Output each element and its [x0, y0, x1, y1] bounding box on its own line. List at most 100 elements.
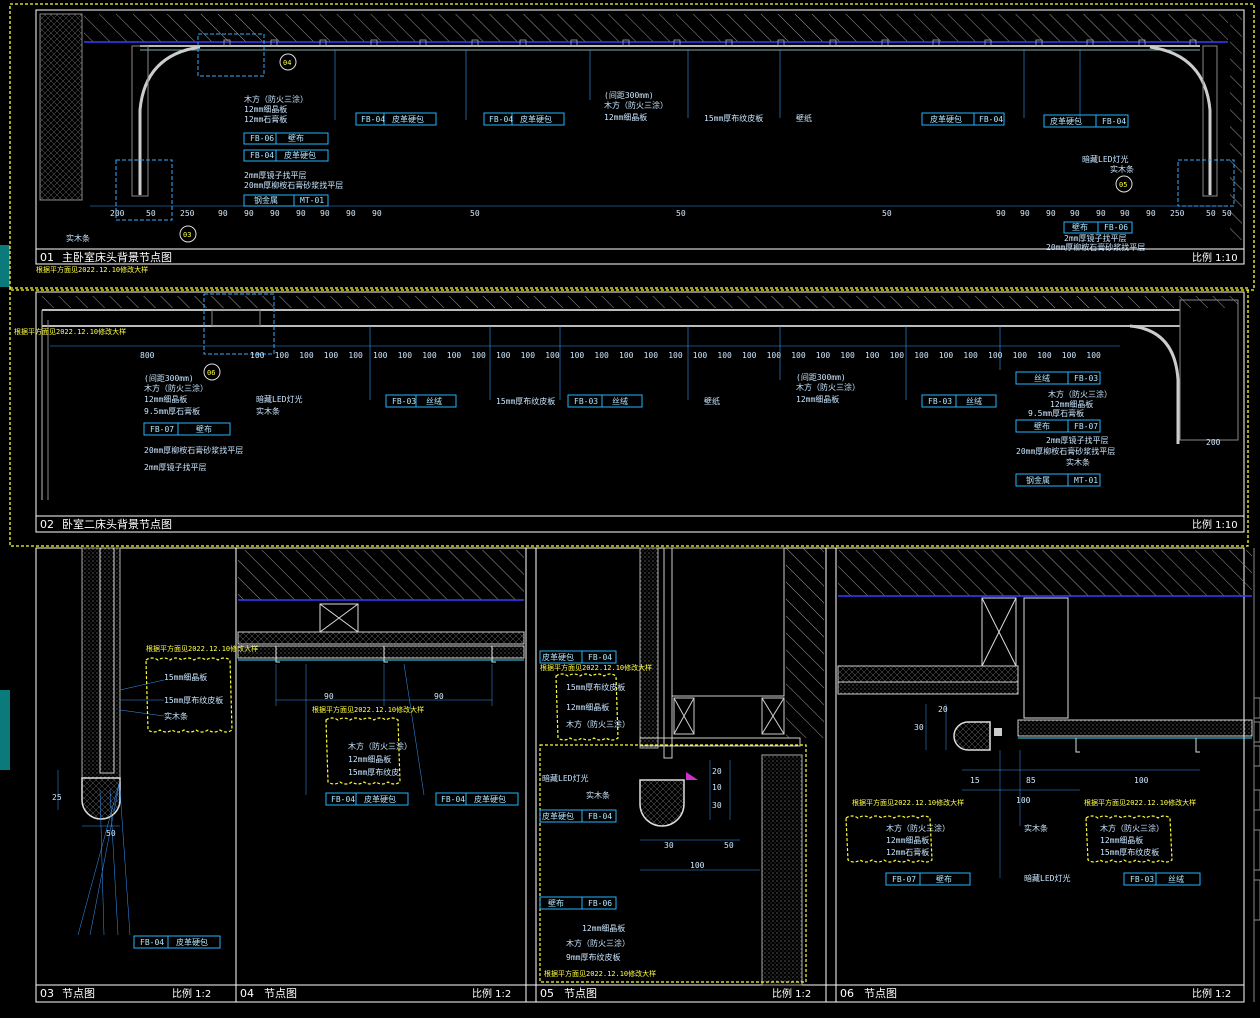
dimension: 50 — [146, 209, 156, 218]
dimension: 30 — [664, 841, 674, 850]
dimension: 100 — [447, 351, 462, 360]
wall-hatch — [84, 14, 1228, 42]
material-name: 皮革硬包 — [392, 114, 424, 124]
dimension: 50 — [106, 829, 116, 838]
panel-number: 06 — [840, 987, 854, 1000]
detail-marker: 05 — [1119, 181, 1127, 189]
dimension: 90 — [346, 209, 356, 218]
dimension: 100 — [668, 351, 683, 360]
label: 12mm细晶板 — [1100, 835, 1143, 845]
label: 木方（防火三涂） — [144, 383, 208, 393]
material-code: FB-04 — [331, 795, 355, 804]
dimension: 250 — [180, 209, 195, 218]
dimension: 100 — [890, 351, 905, 360]
dimension: 100 — [1016, 796, 1031, 805]
panel-02 — [9, 287, 1249, 547]
label: 实木条 — [586, 790, 610, 800]
material-name: 皮革硬包 — [364, 794, 396, 804]
dimension: 50 — [676, 209, 686, 218]
label: 15mm厚布纹皮板 — [704, 113, 763, 123]
label: 20mm厚柳桉石膏砂浆找平层 — [1046, 242, 1145, 252]
label: 2mm厚镜子找平层 — [144, 462, 206, 472]
material-code: FB-07 — [150, 425, 174, 434]
panel-title: 节点图 — [864, 987, 897, 1000]
material-name: 丝绒 — [426, 396, 442, 406]
label: 15mm厚布纹皮板 — [164, 695, 223, 705]
dimension: 90 — [1146, 209, 1156, 218]
label: 2mm厚镜子找平层 — [244, 170, 306, 180]
dimension: 100 — [545, 351, 560, 360]
material-name: 丝绒 — [1168, 874, 1184, 884]
label: 壁纸 — [796, 113, 812, 123]
dimension: 100 — [840, 351, 855, 360]
material-code: FB-04 — [140, 938, 164, 947]
dimension: 100 — [791, 351, 806, 360]
label: 实木条 — [164, 711, 188, 721]
dimension: 100 — [865, 351, 880, 360]
dimension: 10 — [712, 783, 722, 792]
panel-04: 90 90 根据平方面见2022.12.10修改大样 木方（防火三涂） 12mm… — [237, 550, 525, 1000]
label: 2mm厚镜子找平层 — [1046, 435, 1108, 445]
label: 9.5mm厚石膏板 — [144, 406, 200, 416]
label: 12mm细晶板 — [582, 923, 625, 933]
dimension: 100 — [1062, 351, 1077, 360]
label: 实木条 — [1110, 164, 1134, 174]
material-code: FB-04 — [1102, 117, 1126, 126]
material-code: FB-06 — [1104, 223, 1128, 232]
label: 2mm厚镜子找平层 — [1064, 233, 1126, 243]
dimension: 50 — [882, 209, 892, 218]
label: 15mm厚布纹皮板 — [496, 396, 555, 406]
dimension: 85 — [1026, 776, 1036, 785]
dimension: 100 — [939, 351, 954, 360]
panel-scale: 比例 1:2 — [172, 987, 211, 1000]
material-name: 皮革硬包 — [542, 811, 574, 821]
revision-cloud — [9, 3, 1255, 291]
dimension: 90 — [1120, 209, 1130, 218]
label: 20mm厚柳桉石膏砂浆找平层 — [144, 445, 243, 455]
revision-note: 根据平方面见2022.12.10修改大样 — [312, 705, 424, 714]
material-code: FB-04 — [489, 115, 513, 124]
material-code: FB-04 — [588, 653, 612, 662]
label: 实木条 — [1024, 823, 1048, 833]
panel-number: 05 — [540, 987, 554, 1000]
dimension: 800 — [140, 351, 155, 360]
revision-note: 根据平方面见2022.12.10修改大样 — [146, 644, 258, 653]
panel-number: 01 — [40, 251, 54, 264]
dimension: 100 — [471, 351, 486, 360]
detail-marker: 03 — [183, 231, 191, 239]
label: 12mm细晶板 — [604, 112, 647, 122]
dimension: 25 — [52, 793, 62, 802]
label: 暗藏LED灯光 — [1082, 154, 1128, 164]
dimension: 90 — [372, 209, 382, 218]
dimension: 100 — [1013, 351, 1028, 360]
material-name: 皮革硬包 — [284, 150, 316, 160]
panel-03: 15mm细晶板 15mm厚布纹皮板 实木条 根据平方面见2022.12.10修改… — [40, 547, 258, 1000]
dimension: 100 — [324, 351, 339, 360]
dimension: 20 — [938, 705, 948, 714]
dimension: 100 — [988, 351, 1003, 360]
dimension: 100 — [521, 351, 536, 360]
material-code: FB-07 — [892, 875, 916, 884]
label: 实木条 — [66, 233, 90, 243]
label: 15mm细晶板 — [164, 672, 207, 682]
label: 12mm细晶板 — [244, 104, 287, 114]
material-code: FB-06 — [588, 899, 612, 908]
material-name: 丝绒 — [1034, 373, 1050, 383]
material-code: FB-03 — [928, 397, 952, 406]
material-code: FB-03 — [574, 397, 598, 406]
dimension: 100 — [348, 351, 363, 360]
revision-cloud — [9, 287, 1249, 547]
dimension: 100 — [690, 861, 705, 870]
material-name: 壁布 — [936, 874, 952, 884]
revision-note: 根据平方面见2022.12.10修改大样 — [544, 969, 656, 978]
label: 实木条 — [1066, 457, 1090, 467]
material-name: 丝绒 — [966, 396, 982, 406]
panel-05: 20 10 30 30 50 100 皮革硬包 FB-04 根据平方面见2022… — [539, 547, 824, 1000]
dimension: 100 — [373, 351, 388, 360]
wall-hatch — [42, 296, 1238, 308]
dimension: 100 — [398, 351, 413, 360]
panel-01-texts: 木方（防火三涂） 12mm细晶板 12mm石膏板 FB-06 壁布 FB-04 … — [36, 53, 1238, 274]
material-name: 皮革硬包 — [474, 794, 506, 804]
dimension: 90 — [434, 692, 444, 701]
